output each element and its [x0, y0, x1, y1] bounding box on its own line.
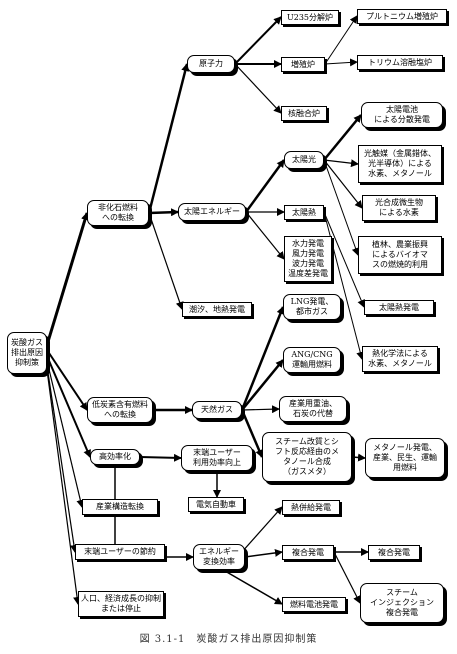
connector-arrow — [323, 159, 359, 168]
connector-arrow — [46, 349, 88, 411]
node-lowcarbon: 低炭素含有燃料 への転換 — [87, 397, 153, 423]
connector-arrow — [46, 365, 78, 553]
node-anganf: ANG/CNG 運輸用燃料 — [283, 347, 341, 373]
node-combined1: 複合発電 — [282, 545, 334, 560]
connector-arrow — [234, 16, 282, 65]
node-population: 人口、経済成長の抑制 または停止 — [78, 591, 164, 617]
node-nonfossil: 非化石燃料 への転換 — [87, 200, 149, 226]
node-thorium: トリウム溶融塩炉 — [357, 55, 443, 70]
connector-arrow — [240, 306, 285, 411]
connector-arrow — [224, 570, 283, 605]
node-conversion: エネルギー 変換効率 — [193, 544, 245, 570]
connector-arrow — [241, 359, 284, 411]
connector-arrow — [324, 15, 358, 65]
node-heatsupply: 熱併給発電 — [282, 500, 340, 515]
node-efficiency: 高効率化 — [90, 449, 140, 465]
figure-caption: 図 3.1-1 炭酸ガス排出原因抑制策 — [139, 634, 318, 645]
connector-arrow — [244, 159, 286, 213]
node-lng: LNG発電、 都市ガス — [283, 294, 341, 320]
node-solar-energy: 太陽エネルギー — [178, 203, 246, 221]
connector-arrow — [323, 159, 363, 209]
node-thermochem: 熱化学法による 水素、メタノール — [362, 346, 438, 372]
node-saving: 末端ユーザーの節約 — [75, 544, 165, 560]
connector-arrow — [333, 551, 361, 604]
node-steaminj: スチーム インジェクション 複合発電 — [360, 583, 444, 623]
connector-arrow — [323, 211, 365, 360]
connector-arrow — [148, 208, 179, 217]
connector-arrow — [46, 355, 91, 458]
node-plutonium: プルトニウム増殖炉 — [357, 9, 447, 24]
node-heavyoil: 産業用重油、 石炭の代替 — [279, 396, 347, 422]
connector-arrow — [234, 63, 282, 114]
node-fuelcell: 燃料電池発電 — [282, 597, 346, 612]
node-solarheat: 太陽熱 — [284, 205, 324, 220]
node-combined2: 複合発電 — [368, 545, 420, 560]
connector-arrow — [351, 453, 366, 462]
node-steamreform: スチーム改質とシ フト反応経由のメ タノール合成 （ガスメタ） — [262, 432, 352, 482]
connector-arrow — [46, 360, 85, 508]
connector-arrow — [240, 409, 264, 458]
node-nuclear: 原子力 — [187, 55, 235, 73]
node-breeder: 増殖炉 — [281, 57, 325, 72]
connector-arrow — [244, 548, 283, 558]
node-root: 炭酸ガス 排出原因 抑制策 — [7, 332, 47, 374]
node-hydro: 水力発電 風力発電 波力発電 温度差発電 — [284, 236, 332, 282]
node-methanol-use: メタノール発電、 産業、民生、運輸 用燃料 — [365, 438, 445, 478]
connector-arrow — [139, 453, 182, 462]
connector-arrow — [323, 159, 360, 256]
node-solarthermal-power: 太陽熱発電 — [364, 300, 434, 315]
connector-arrow — [147, 63, 190, 214]
node-u235: U235分解炉 — [281, 10, 339, 25]
node-fusion: 核融合炉 — [281, 106, 327, 121]
connector-arrow — [245, 211, 285, 260]
node-photocatalyst: 光触媒（金属錯体、 光半導体）による 水素、メタノール — [358, 145, 442, 183]
node-natgas: 天然ガス — [192, 401, 242, 419]
node-ev: 電気自動車 — [188, 497, 244, 512]
node-photosynth: 光合成微生物 による水素 — [362, 195, 436, 221]
node-enduser-eff: 末端ユーザー 利用効率向上 — [181, 445, 253, 471]
node-biomass: 植林、農業振興 によるバイオマ スの燃焼的利用 — [358, 236, 442, 274]
connector-arrow — [323, 114, 362, 161]
node-sunlight: 太陽光 — [284, 151, 324, 169]
node-tidal: 潮汐、地熱発電 — [182, 302, 252, 317]
node-industry: 産業構造転換 — [82, 499, 158, 515]
node-pv: 太陽電池 による分散発電 — [361, 102, 443, 128]
connector-arrow — [148, 212, 184, 310]
connector-arrow — [324, 58, 358, 67]
connector-arrow — [46, 369, 82, 605]
connector-arrow — [241, 405, 280, 414]
connector-arrow — [323, 211, 365, 308]
connector-arrow — [45, 212, 89, 346]
